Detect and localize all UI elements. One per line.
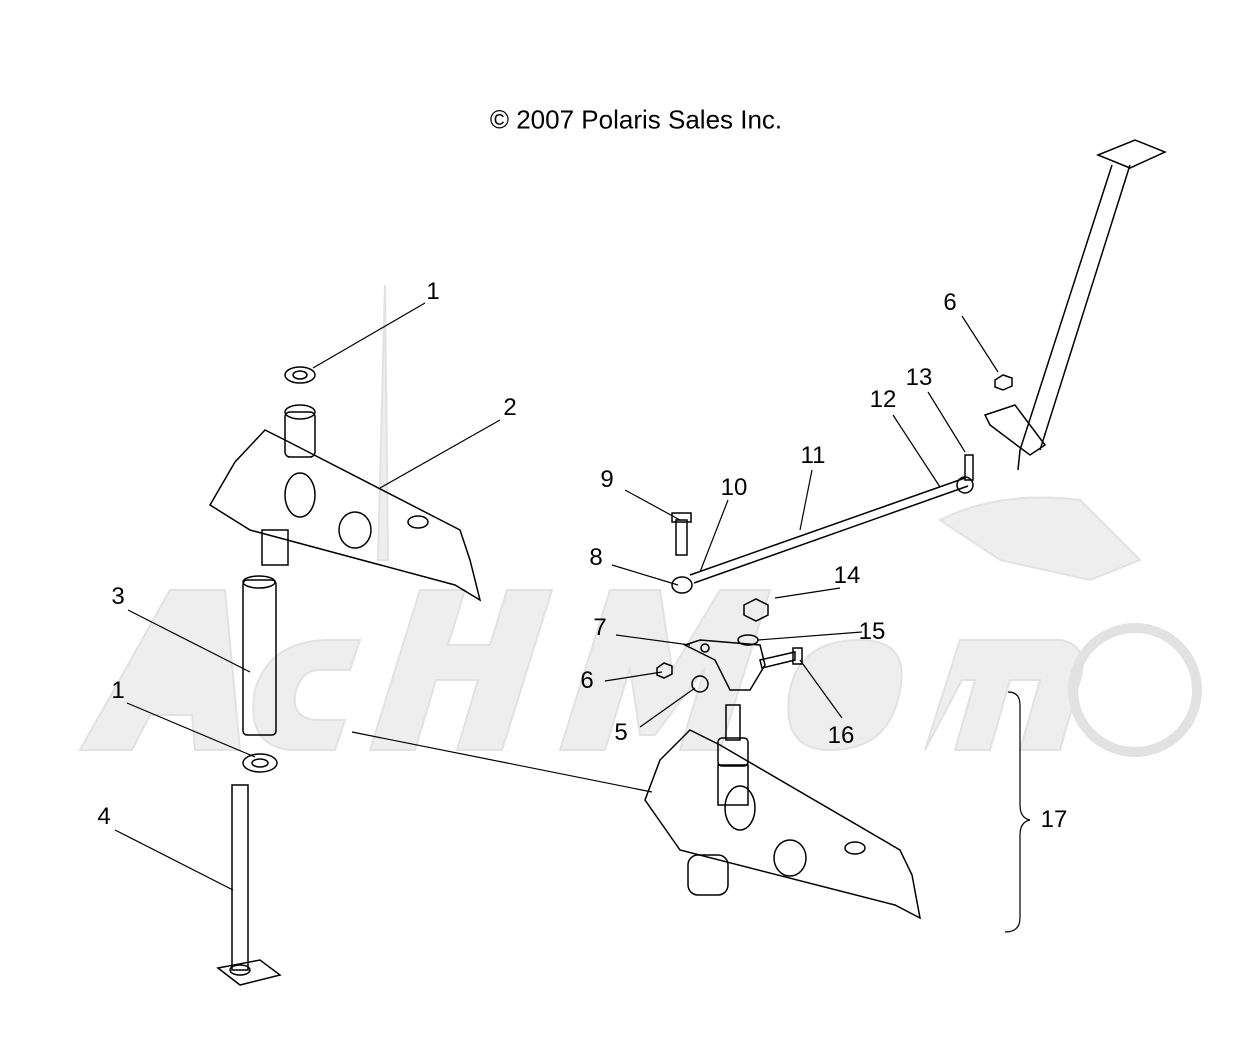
callout-4: 4 <box>97 803 111 830</box>
callout-1-lower: 1 <box>111 677 125 704</box>
nut-part-14 <box>743 598 769 622</box>
callout-9: 9 <box>600 466 614 493</box>
callout-1: 1 <box>426 278 440 305</box>
callout-15: 15 <box>858 618 886 645</box>
shaft-part-4 <box>216 784 282 986</box>
bolt-part-16 <box>759 647 803 669</box>
callout-8: 8 <box>589 544 603 571</box>
nut-part-6-mid <box>656 662 673 679</box>
callout-6-top: 6 <box>943 289 957 316</box>
callout-16: 16 <box>827 722 855 749</box>
steering-column <box>983 139 1167 471</box>
washer-part-15 <box>737 634 759 646</box>
steering-bracket-part-2 <box>208 404 482 602</box>
copyright-text: © 2007 Polaris Sales Inc. <box>489 104 783 135</box>
callout-13: 13 <box>905 364 933 391</box>
callout-14: 14 <box>833 562 861 589</box>
nut-part-5 <box>691 675 709 693</box>
leader-lines <box>114 302 1031 933</box>
callout-11: 11 <box>800 442 826 469</box>
callout-6-mid: 6 <box>580 667 594 694</box>
callout-12: 12 <box>869 386 897 413</box>
bolt-part-9 <box>671 512 692 556</box>
tube-part-3 <box>242 575 277 736</box>
nut-part-6-top <box>994 374 1013 391</box>
washer-part-1-top <box>284 366 316 384</box>
callout-17: 17 <box>1040 806 1068 833</box>
callout-10: 10 <box>720 474 748 501</box>
callout-3: 3 <box>111 583 125 610</box>
callout-2: 2 <box>503 394 517 421</box>
pitman-arm-part-7 <box>683 639 766 691</box>
callout-5: 5 <box>614 719 628 746</box>
steering-assembly-part-17 <box>644 704 922 920</box>
callout-7: 7 <box>593 614 607 641</box>
tie-rod-part-11 <box>671 454 974 594</box>
washer-part-1-bottom <box>242 753 278 773</box>
